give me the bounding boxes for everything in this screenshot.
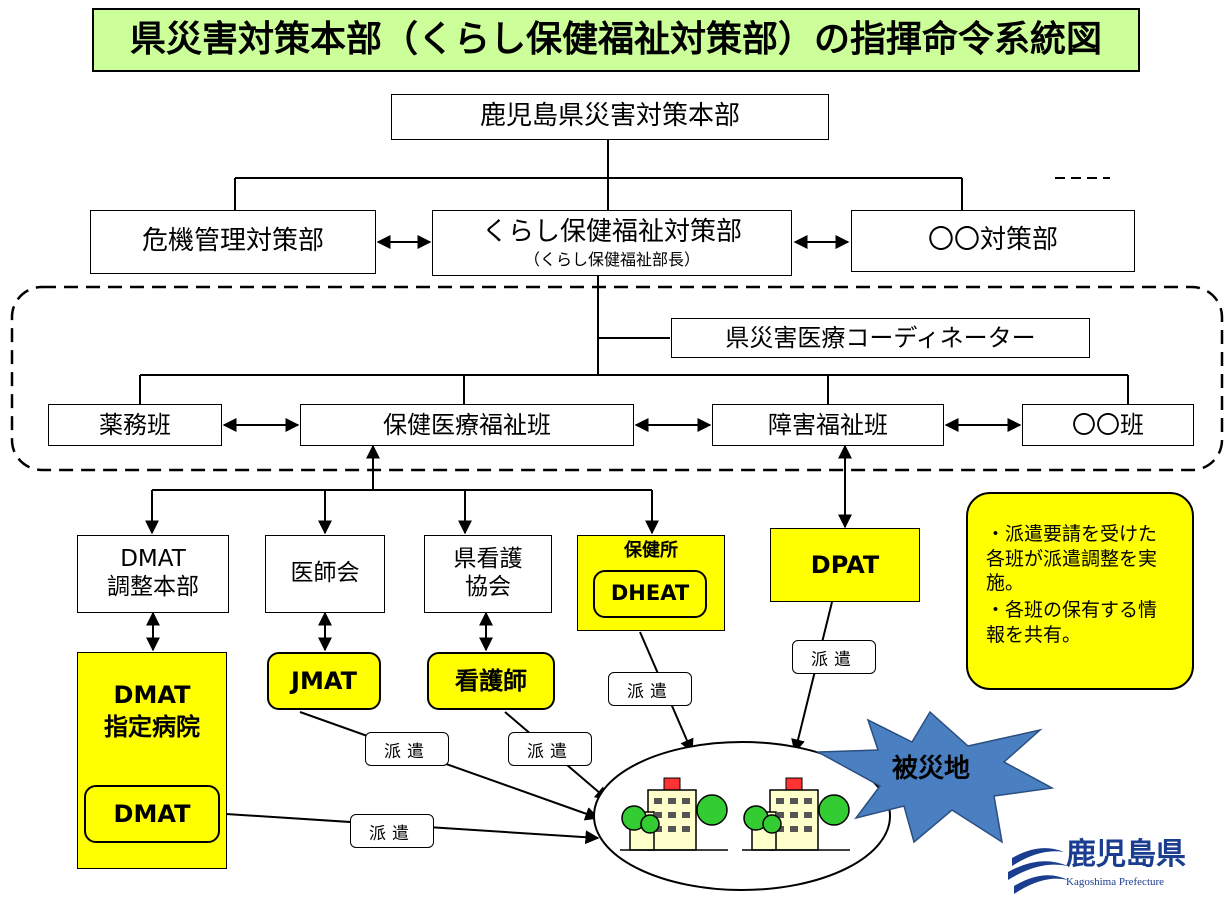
- dispatch-tag-dpat: 派遣: [792, 640, 876, 674]
- other-dept-label: 〇〇対策部: [927, 225, 1058, 256]
- nurse-box: 看護師: [427, 652, 555, 710]
- note-line-1: ・派遣要請を受けた各班が派遣調整を実施。: [986, 523, 1158, 595]
- kagoshima-logo-text: 鹿児島県 Kagoshima Prefecture: [1066, 837, 1222, 889]
- dmat-hospital-label-1: DMAT: [113, 681, 191, 709]
- prefectural-hq-box: 鹿児島県災害対策本部: [391, 94, 829, 140]
- health-team-label: 保健医療福祉班: [383, 410, 551, 439]
- health-team-box: 保健医療福祉班: [300, 404, 634, 446]
- dheat-box: DHEAT: [593, 570, 707, 618]
- pharma-team-label: 薬務班: [99, 410, 171, 439]
- title-banner: 県災害対策本部（くらし保健福祉対策部）の指揮命令系統図: [92, 8, 1140, 72]
- disability-team-box: 障害福祉班: [712, 404, 944, 446]
- nursing-assoc-box: 県看護 協会: [424, 535, 552, 613]
- dmat-hospital-box: DMAT 指定病院 DMAT: [77, 652, 227, 869]
- dispatch-tag-dheat: 派遣: [608, 672, 692, 706]
- kurashi-dept-box: くらし保健福祉対策部 （くらし保健福祉部長）: [432, 210, 792, 276]
- jmat-box: JMAT: [267, 652, 381, 710]
- logo-sub: Kagoshima Prefecture: [1066, 876, 1165, 888]
- dheat-label: DHEAT: [610, 581, 690, 606]
- hospital-icon: [620, 777, 728, 851]
- prefectural-hq-label: 鹿児島県災害対策本部: [479, 101, 740, 132]
- dispatch-tag-nurse: 派遣: [508, 732, 592, 766]
- dispatch-tag-dmat: 派遣: [350, 814, 434, 848]
- page-title: 県災害対策本部（くらし保健福祉対策部）の指揮命令系統図: [129, 19, 1102, 61]
- nurse-label: 看護師: [455, 666, 527, 695]
- note-box: ・派遣要請を受けた各班が派遣調整を実施。 ・各班の保有する情報を共有。: [966, 492, 1194, 690]
- coordinator-box: 県災害医療コーディネーター: [671, 318, 1090, 358]
- dmat-hq-label-2: 調整本部: [107, 574, 199, 600]
- health-center-label: 保健所: [624, 540, 678, 561]
- jmat-label: JMAT: [291, 666, 357, 695]
- other-dept-box: 〇〇対策部: [851, 210, 1135, 272]
- dmat-hospital-label-2: 指定病院: [104, 713, 200, 742]
- nursing-assoc-label-2: 協会: [465, 574, 511, 600]
- dmat-team-label: DMAT: [113, 799, 191, 828]
- logo-name: 鹿児島県: [1066, 837, 1186, 872]
- health-center-box: 保健所 DHEAT: [577, 535, 725, 631]
- hospital-icon: [742, 777, 850, 851]
- kurashi-dept-sub: （くらし保健福祉部長）: [523, 250, 700, 269]
- dmat-hq-box: DMAT 調整本部: [77, 535, 229, 613]
- disability-team-label: 障害福祉班: [768, 410, 888, 439]
- other-team-box: 〇〇班: [1022, 404, 1194, 446]
- dpat-label: DPAT: [810, 550, 880, 579]
- crisis-dept-label: 危機管理対策部: [141, 226, 324, 257]
- medical-assoc-label: 医師会: [290, 560, 360, 587]
- dmat-team-box: DMAT: [84, 785, 220, 843]
- note-line-2: ・各班の保有する情報を共有。: [986, 599, 1158, 646]
- starburst-shape: [815, 710, 1055, 844]
- disaster-area-label: 被災地: [891, 754, 970, 784]
- medical-assoc-box: 医師会: [265, 535, 385, 613]
- coordinator-label: 県災害医療コーディネーター: [725, 323, 1036, 352]
- kurashi-dept-label: くらし保健福祉対策部: [481, 216, 742, 247]
- kagoshima-logo-mark: [1008, 848, 1068, 894]
- dmat-hospital-label: DMAT 指定病院: [78, 679, 226, 744]
- other-team-label: 〇〇班: [1072, 410, 1144, 439]
- nursing-assoc-label-1: 県看護: [453, 546, 523, 573]
- dpat-box: DPAT: [770, 528, 920, 602]
- dmat-hq-label-1: DMAT: [120, 546, 186, 573]
- crisis-dept-box: 危機管理対策部: [90, 210, 376, 274]
- pharma-team-box: 薬務班: [48, 404, 222, 446]
- dispatch-tag-jmat: 派遣: [365, 732, 449, 766]
